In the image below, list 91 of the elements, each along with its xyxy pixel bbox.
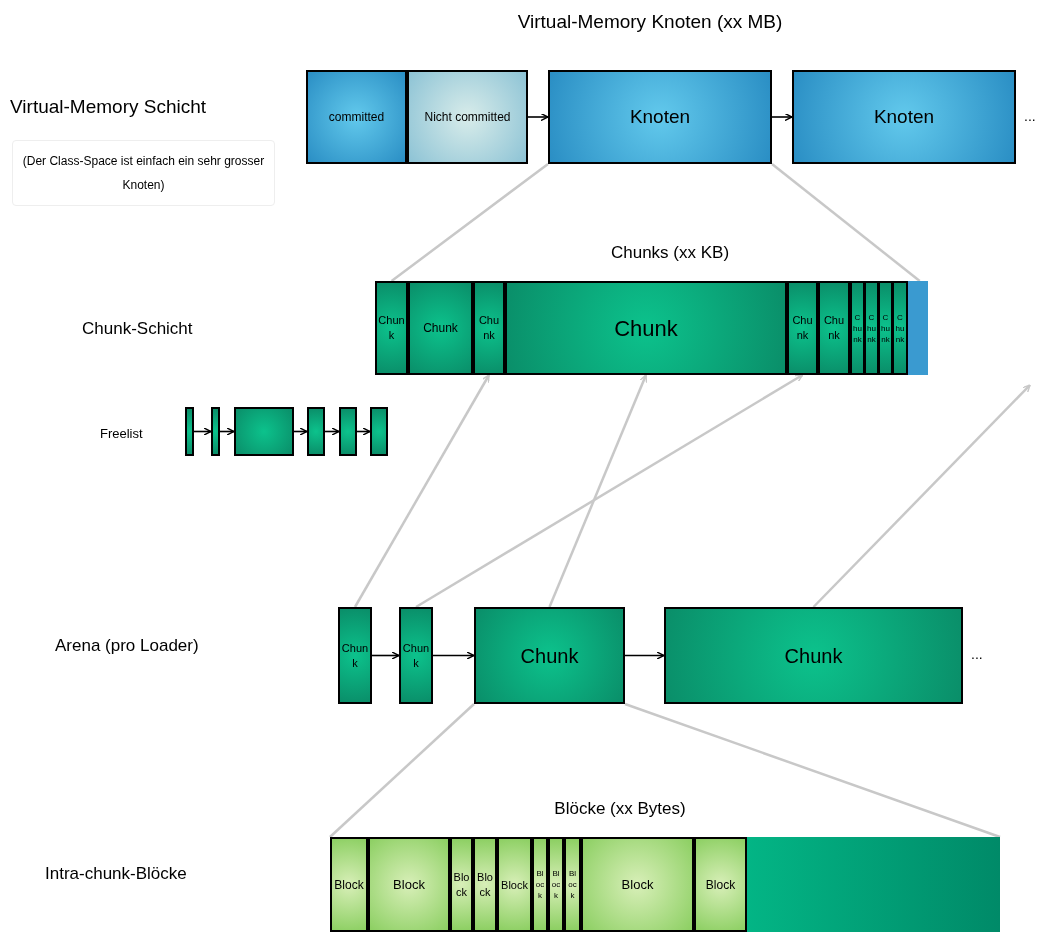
- chunk-box: [892, 281, 908, 375]
- node-label: Block: [333, 876, 365, 894]
- node-label: Chunk: [422, 320, 459, 337]
- chunk-strip: [375, 281, 928, 375]
- node-label: Chunk: [880, 311, 891, 345]
- free-chunk-box: [339, 407, 357, 456]
- node-label: Chunk: [894, 311, 906, 345]
- arrow: [219, 427, 235, 436]
- mapping-arrow: [415, 373, 804, 609]
- mapping-arrow: [812, 384, 1031, 608]
- arrow: [356, 427, 371, 436]
- committed-region: [306, 70, 407, 164]
- arrow: [432, 651, 475, 660]
- free-space-segment: [908, 281, 928, 375]
- heading: Chunks (xx KB): [609, 242, 731, 264]
- uncommitted-region: [407, 70, 528, 164]
- block-box: [473, 837, 497, 932]
- chunk-box: [505, 281, 787, 375]
- heading: Virtual-Memory Knoten (xx MB): [516, 10, 784, 34]
- node-label: Block: [500, 877, 529, 893]
- node-label: Chunk: [477, 313, 501, 343]
- node-label: Block: [476, 869, 494, 900]
- heading: Blöcke (xx Bytes): [553, 798, 687, 820]
- free-chunk-box: [370, 407, 388, 456]
- node-label: Knoten: [628, 104, 692, 129]
- free-chunk-box: [185, 407, 194, 456]
- node-label: Chunk: [866, 311, 877, 345]
- arrow: [624, 651, 665, 660]
- zoom-line: [390, 163, 549, 282]
- zoom-line: [329, 703, 475, 838]
- block-box: [532, 837, 548, 932]
- block-box: [564, 837, 581, 932]
- chunk-box: [375, 281, 408, 375]
- chunk-box: [338, 607, 372, 704]
- block-box: [694, 837, 747, 932]
- arrow: [324, 427, 340, 436]
- node-label: Block: [704, 876, 737, 894]
- node-label: Knoten: [872, 104, 936, 129]
- chunk-box: [408, 281, 473, 375]
- chunk-box: [399, 607, 433, 704]
- ellipsis: ...: [971, 645, 983, 665]
- node-label: Block: [620, 875, 655, 894]
- layer-label: Virtual-Memory Schicht: [10, 95, 208, 119]
- node-label: Chunk: [852, 311, 863, 345]
- node-label: Chunk: [519, 643, 580, 669]
- block-box: [581, 837, 694, 932]
- node-label: Block: [534, 868, 546, 901]
- ellipsis: ...: [1024, 107, 1036, 127]
- free-chunk-box: [307, 407, 325, 456]
- block-box: [548, 837, 564, 932]
- mapping-arrow: [353, 374, 491, 608]
- chunk-box: [787, 281, 818, 375]
- unused-space-segment: [747, 837, 1000, 932]
- arrow: [293, 427, 308, 436]
- node-label: Chunk: [791, 313, 814, 343]
- chunk-box: [474, 607, 625, 704]
- node-label: Block: [550, 868, 562, 901]
- node-label: Chunk: [783, 643, 844, 669]
- node-label: Block: [452, 869, 471, 900]
- memory-node: [306, 70, 528, 164]
- mapping-arrow: [548, 374, 648, 608]
- node-label: Block: [392, 875, 426, 894]
- arrow: [771, 112, 793, 122]
- node-label: Nicht committed: [423, 109, 512, 126]
- node-label: committed: [327, 109, 386, 126]
- zoom-line: [624, 702, 1001, 839]
- arrow: [527, 112, 549, 122]
- memory-node: [548, 70, 772, 164]
- layer-label: Chunk-Schicht: [82, 318, 194, 340]
- node-label: Chunk: [613, 314, 679, 343]
- chunk-box: [473, 281, 505, 375]
- layer-label: Freelist: [100, 425, 144, 443]
- arrow: [193, 427, 212, 436]
- block-box: [368, 837, 450, 932]
- node-label: Chunk: [822, 313, 846, 343]
- block-box: [450, 837, 473, 932]
- layer-label: Arena (pro Loader): [55, 635, 200, 657]
- arrow: [371, 651, 400, 660]
- node-label: (Der Class-Space ist einfach ein sehr grosser Knoten): [21, 153, 266, 194]
- zoom-line: [771, 163, 921, 282]
- node-label: Chunk: [340, 640, 370, 671]
- block-box: [330, 837, 368, 932]
- layer-label: Intra-chunk-Blöcke: [45, 863, 188, 885]
- free-chunk-box: [211, 407, 220, 456]
- chunk-box: [818, 281, 850, 375]
- node-label: Chunk: [401, 640, 431, 671]
- block-strip: [330, 837, 1000, 932]
- free-chunk-box: [234, 407, 294, 456]
- node-label: Block: [567, 868, 578, 901]
- block-box: [497, 837, 532, 932]
- node-label: Chunk: [377, 313, 406, 343]
